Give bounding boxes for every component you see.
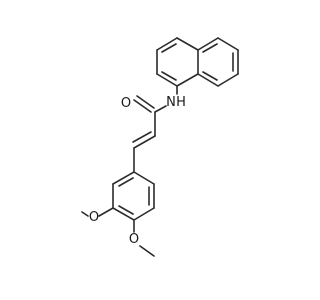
molecule-canvas: O N H O O (81, 37, 239, 257)
bond (133, 207, 155, 221)
bond-inner (118, 177, 134, 187)
bond (217, 73, 239, 87)
oxygen-carbonyl-label: O (121, 96, 131, 111)
bond-alkene-2 (132, 131, 152, 143)
bond (176, 37, 199, 51)
bond (176, 73, 199, 87)
bond-c-o-2 (136, 95, 155, 109)
bond-c-o-1 (133, 99, 152, 113)
bond-o2-ch3 (139, 245, 155, 257)
bond (156, 73, 178, 87)
hydrogen-label: H (176, 95, 186, 110)
naphthalene-left-ring (156, 37, 199, 87)
bond (197, 73, 219, 87)
nitrogen-label: N (166, 95, 176, 110)
bond-inner (202, 71, 218, 81)
bond-o1-ch3 (81, 211, 89, 217)
bond (156, 37, 178, 51)
bond-alkene-1 (133, 135, 156, 149)
bond (133, 171, 155, 185)
bond-c-n (154, 105, 167, 113)
bond (197, 37, 219, 51)
bond-inner (202, 43, 218, 53)
oxygen-methoxy-1-label: O (89, 210, 99, 225)
bond (112, 207, 135, 221)
bond-inner (161, 43, 177, 53)
naphthalene-right-ring (197, 37, 239, 87)
oxygen-methoxy-2-label: O (129, 232, 139, 247)
bond (217, 37, 239, 51)
bond-ring-o1 (98, 207, 114, 217)
bond-inner (161, 71, 177, 81)
bond-inner (118, 205, 134, 215)
dimethoxyphenyl-ring (112, 171, 155, 221)
molecule-structure: O N H O O (81, 37, 239, 257)
bond (112, 171, 135, 185)
